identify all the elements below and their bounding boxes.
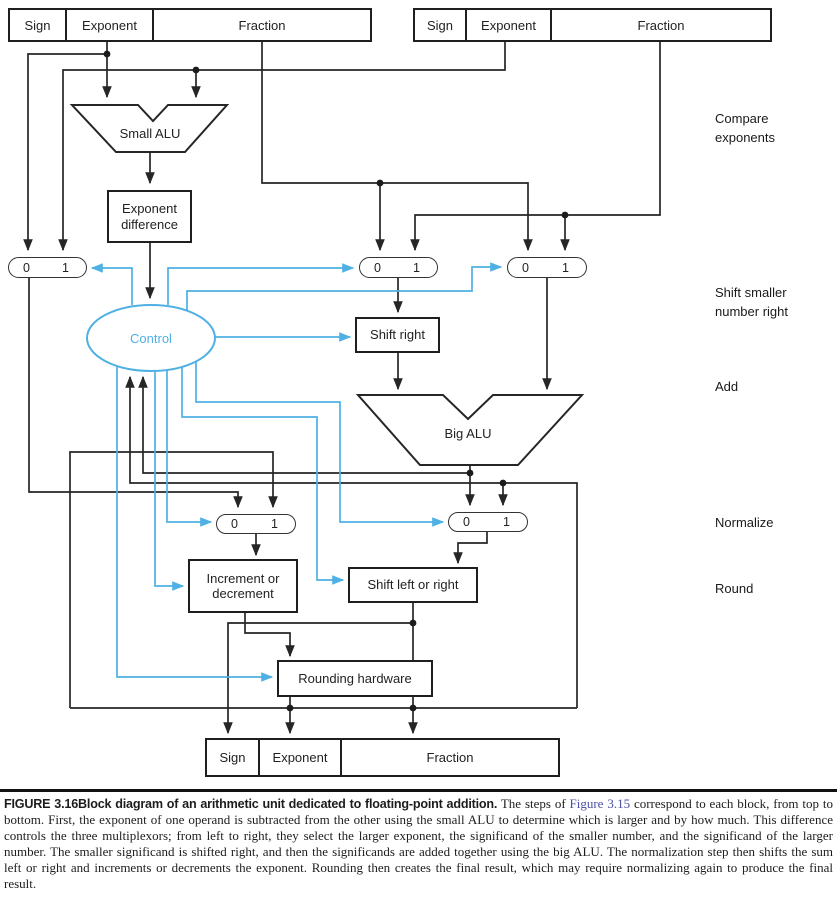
fraction-field: Fraction — [340, 740, 558, 775]
exponent-field: Exponent — [65, 10, 152, 40]
figure-title: Block diagram of an arithmetic unit dedi… — [78, 797, 498, 811]
exponent-difference-block: Exponent difference — [107, 190, 192, 243]
figure-caption: FIGURE 3.16Block diagram of an arithmeti… — [4, 796, 833, 892]
mux-input-0: 0 — [23, 260, 30, 275]
control-shape — [86, 304, 216, 372]
mux-input-1: 1 — [503, 515, 510, 529]
control-label: Control — [130, 330, 172, 346]
register-result: Sign Exponent Fraction — [205, 738, 560, 777]
small-alu-shape — [69, 104, 230, 153]
register-operand-right: Sign Exponent Fraction — [413, 8, 772, 42]
step-label-shift-smaller: Shift smaller number right — [715, 285, 788, 319]
sign-field: Sign — [219, 750, 246, 765]
sign-field: Sign — [426, 17, 454, 33]
step-label-normalize: Normalize — [715, 515, 774, 530]
mux-input-0: 0 — [463, 515, 470, 529]
mux-input-1: 1 — [271, 517, 278, 531]
mux-input-0: 0 — [374, 260, 381, 275]
figure-number: FIGURE 3.16 — [4, 797, 79, 811]
mux-input-1: 1 — [413, 260, 420, 275]
mux-normalize-significand: 0 1 — [448, 512, 528, 532]
increment-decrement-block: Increment or decrement — [188, 559, 298, 613]
mux-input-1: 1 — [62, 260, 69, 275]
small-alu-label: Small ALU — [119, 125, 181, 141]
mux-normalize-exponent: 0 1 — [216, 514, 296, 534]
big-alu-shape — [355, 394, 585, 466]
shift-left-right-block: Shift left or right — [348, 567, 478, 603]
register-operand-left: Sign Exponent Fraction — [8, 8, 372, 42]
fraction-field: Fraction — [152, 10, 370, 40]
exponent-field: Exponent — [258, 740, 340, 775]
mux-smaller-significand: 0 1 — [359, 257, 438, 278]
step-label-round: Round — [715, 581, 754, 596]
rounding-hardware-block: Rounding hardware — [277, 660, 433, 697]
caption-divider — [0, 789, 837, 792]
mux-input-0: 0 — [522, 260, 529, 275]
shift-right-block: Shift right — [355, 317, 440, 353]
sign-field: Sign — [24, 17, 51, 33]
caption-intro: The steps of — [500, 796, 570, 811]
big-alu-label: Big ALU — [444, 425, 492, 441]
step-label-add: Add — [715, 379, 739, 394]
mux-input-1: 1 — [562, 260, 569, 275]
mux-larger-significand: 0 1 — [507, 257, 587, 278]
figure-reference-link[interactable]: Figure 3.15 — [569, 796, 631, 811]
mux-input-0: 0 — [231, 517, 238, 531]
step-label-compare: Compare exponents — [715, 111, 775, 145]
mux-larger-exponent: 0 1 — [8, 257, 87, 278]
fraction-field: Fraction — [550, 10, 770, 40]
caption-body: correspond to each block, from top to bo… — [4, 796, 833, 891]
exponent-field: Exponent — [465, 10, 550, 40]
